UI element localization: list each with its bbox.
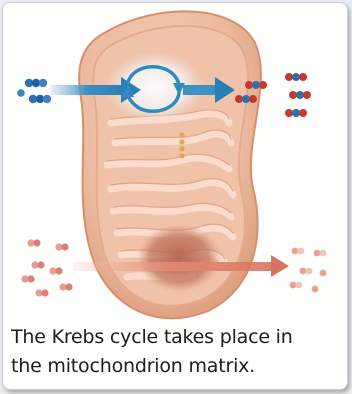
figure-caption: The Krebs cycle takes place in the mitoc… (11, 323, 345, 381)
molecule-cluster-icon (17, 79, 51, 103)
product-molecules-bottom (290, 248, 327, 293)
caption-line-2: the mitochondrion matrix. (11, 352, 345, 381)
mitochondrion-diagram (3, 3, 347, 321)
matrix-spot (137, 224, 221, 292)
reactant-molecules-bottom (21, 239, 72, 296)
caption-line-1: The Krebs cycle takes place in (11, 323, 345, 352)
figure-card: The Krebs cycle takes place in the mitoc… (2, 2, 348, 390)
